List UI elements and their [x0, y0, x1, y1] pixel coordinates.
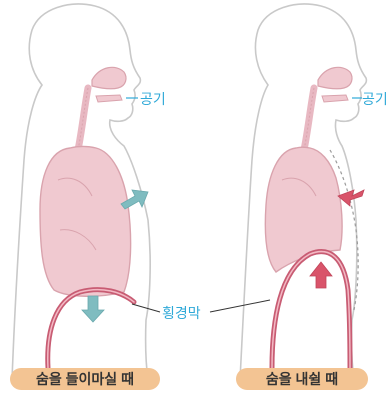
inhale-lung	[40, 147, 131, 297]
exhale-figure: 공기 숨을 내쉴 때	[236, 4, 388, 390]
air-label-left: 공기	[140, 91, 166, 107]
inhale-caption: 숨을 들이마실 때	[36, 371, 134, 387]
air-label-right: 공기	[362, 91, 388, 107]
inhale-figure: 공기 숨을 들이마실 때	[10, 4, 166, 390]
diaphragm-label: 횡경막	[162, 305, 201, 321]
exhale-caption: 숨을 내쉴 때	[266, 371, 338, 387]
